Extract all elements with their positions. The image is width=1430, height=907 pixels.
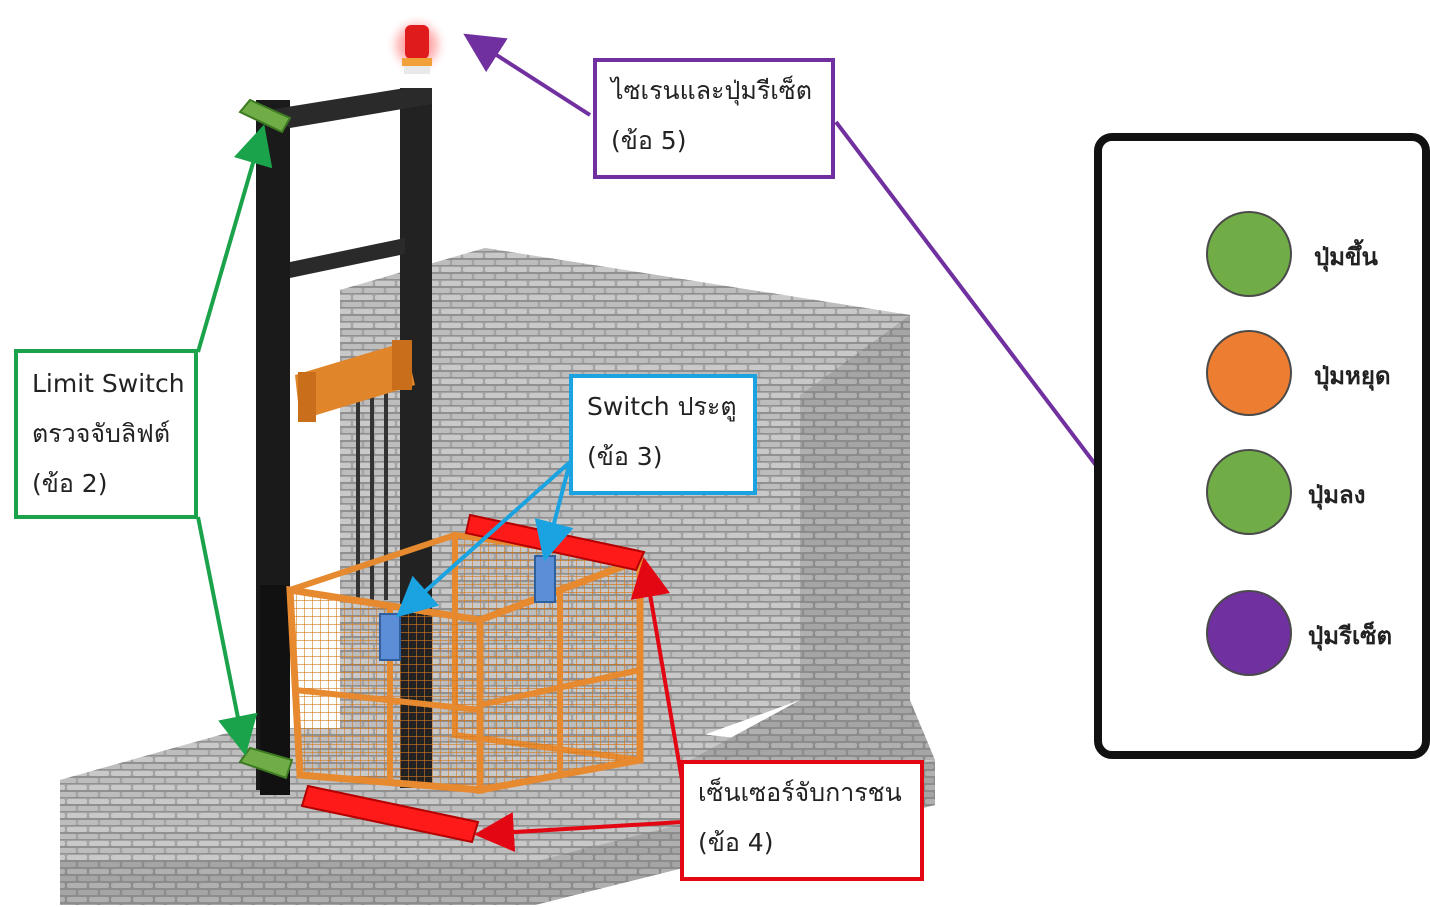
arrow-door-back — [534, 461, 574, 562]
lift-carriage-bracket — [295, 340, 415, 422]
callout-door-switch-line2: (ข้อ 3) — [587, 442, 663, 471]
collision-sensor-bottom — [300, 784, 480, 844]
arrow-limit-bottom — [196, 516, 258, 756]
door-switch-back — [534, 555, 556, 603]
callout-collision-sensor: เซ็นเซอร์จับการชน (ข้อ 4) — [680, 760, 924, 881]
callout-siren: ไซเรนและปุ่มรีเซ็ต (ข้อ 5) — [593, 58, 835, 179]
arrow-door-front — [396, 460, 572, 618]
callout-door-switch: Switch ประตู (ข้อ 3) — [569, 374, 757, 495]
callout-collision-sensor-line1: เซ็นเซอร์จับการชน — [698, 778, 902, 807]
callout-limit-switch-line2: ตรวจจับลิฟต์ — [32, 419, 171, 448]
siren-icon — [385, 13, 449, 77]
callout-limit-switch: Limit Switch ตรวจจับลิฟต์ (ข้อ 2) — [14, 349, 198, 519]
stop-button-label: ปุ่มหยุด — [1314, 362, 1391, 390]
stop-button-icon[interactable] — [1206, 330, 1292, 416]
arrow-sensor-bottom — [474, 812, 683, 853]
callout-collision-sensor-line2: (ข้อ 4) — [698, 828, 774, 857]
callout-siren-line2: (ข้อ 5) — [611, 126, 687, 155]
arrow-sensor-top — [630, 557, 684, 781]
control-panel: ปุ่มขึ้น ปุ่มหยุด ปุ่มลง ปุ่มรีเซ็ต — [1094, 133, 1430, 759]
up-button-icon[interactable] — [1206, 211, 1292, 297]
down-button-label: ปุ่มลง — [1308, 481, 1366, 509]
reset-button-label: ปุ่มรีเซ็ต — [1308, 622, 1393, 650]
callout-limit-switch-line3: (ข้อ 2) — [32, 469, 108, 498]
arrow-siren — [463, 33, 592, 117]
arrow-limit-top — [196, 124, 273, 353]
callout-limit-switch-line1: Limit Switch — [32, 369, 185, 398]
down-button-icon[interactable] — [1206, 449, 1292, 535]
callout-siren-line1: ไซเรนและปุ่มรีเซ็ต — [611, 76, 812, 105]
door-switch-front — [379, 613, 401, 661]
up-button-label: ปุ่มขึ้น — [1314, 243, 1378, 271]
lift-cage — [286, 531, 644, 795]
callout-door-switch-line1: Switch ประตู — [587, 392, 737, 421]
reset-button-icon[interactable] — [1206, 590, 1292, 676]
